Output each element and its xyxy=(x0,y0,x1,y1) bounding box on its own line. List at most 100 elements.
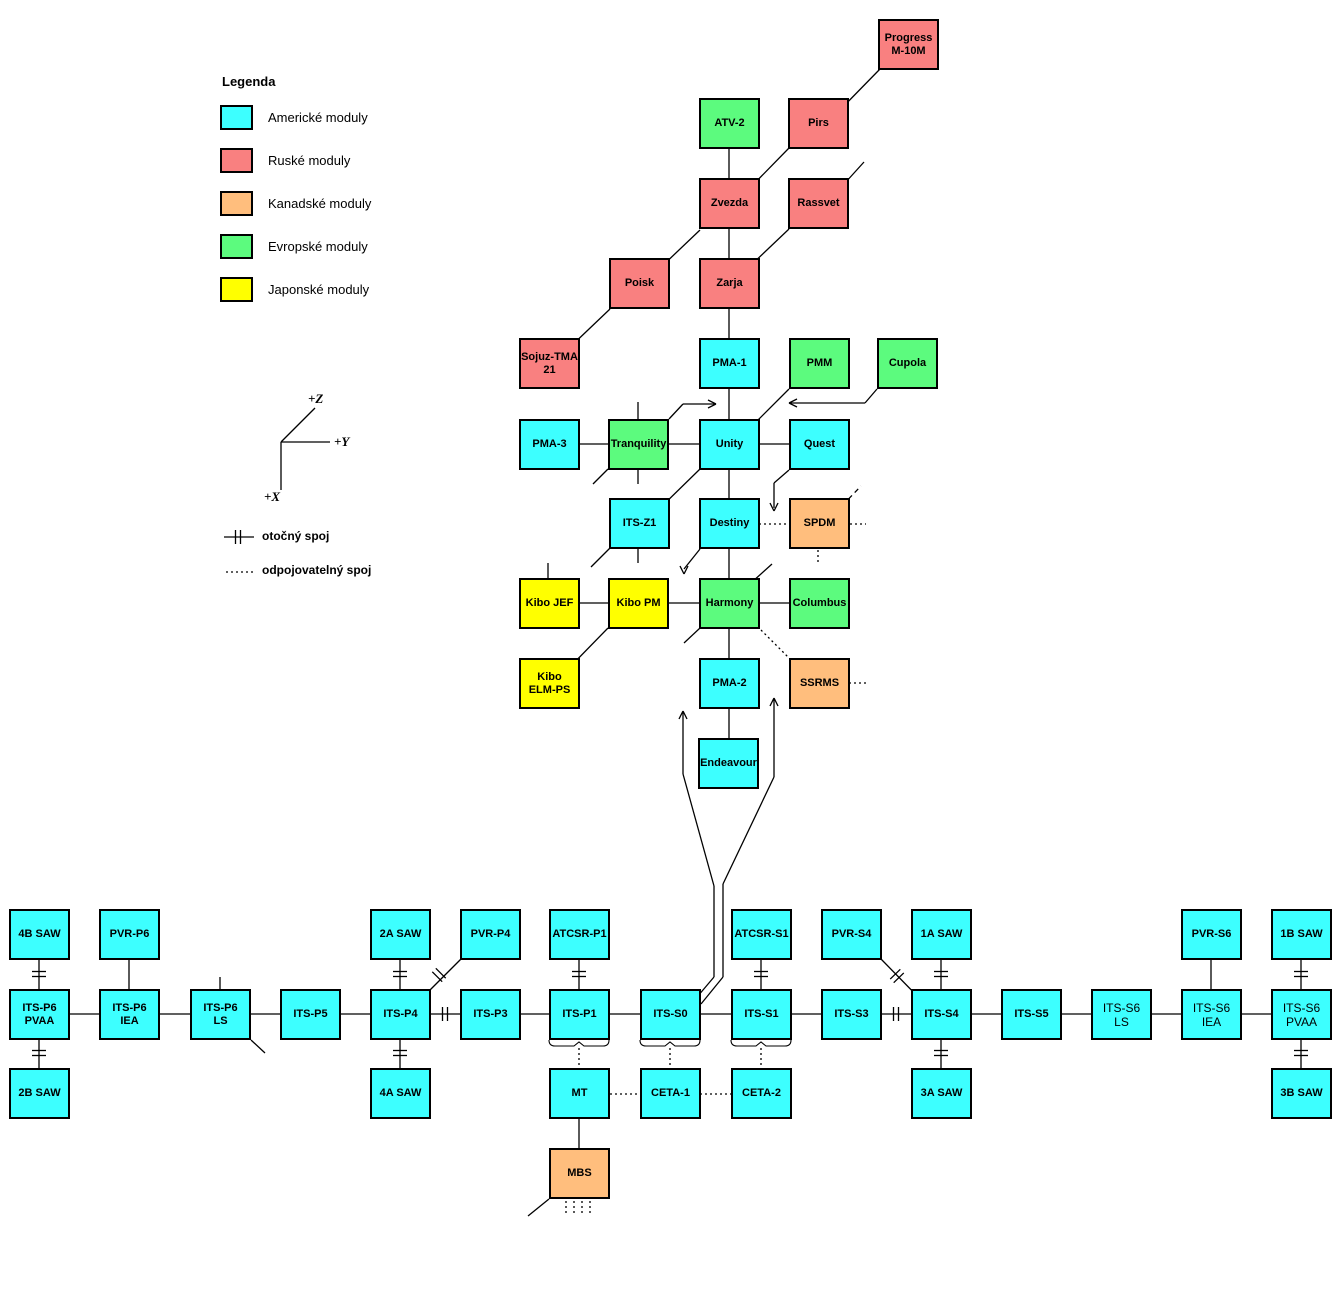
module-label: PMM xyxy=(806,357,833,369)
module-label: M-10M xyxy=(891,44,926,57)
module-label: Kibo xyxy=(537,670,562,683)
module-3a-saw: 3A SAW xyxy=(911,1068,972,1119)
module-label: IEA xyxy=(120,1014,139,1027)
module-label: 1B SAW xyxy=(1280,928,1323,940)
module-its-p5: ITS-P5 xyxy=(280,989,341,1040)
module-atcsr-p1: ATCSR-P1 xyxy=(549,909,610,960)
module-label: LS xyxy=(1114,1014,1129,1029)
module-label: ITS-P3 xyxy=(473,1008,508,1020)
module-label: PVAA xyxy=(24,1014,55,1027)
module-label: PVR-S4 xyxy=(831,928,872,940)
module-label: Endeavour xyxy=(700,757,757,769)
module-mt: MT xyxy=(549,1068,610,1119)
module-label: Zvezda xyxy=(710,197,749,209)
module-tranquility: Tranquility xyxy=(608,419,669,470)
module-rassvet: Rassvet xyxy=(788,178,849,229)
module-label: ELM-PS xyxy=(528,683,571,696)
module-pma-1: PMA-1 xyxy=(699,338,760,389)
module-label: CETA-2 xyxy=(742,1087,781,1099)
module-4b-saw: 4B SAW xyxy=(9,909,70,960)
module-label: ITS-P6 xyxy=(112,1001,147,1014)
module-4a-saw: 4A SAW xyxy=(370,1068,431,1119)
module-unity: Unity xyxy=(699,419,760,470)
module-label: 4A SAW xyxy=(379,1087,422,1099)
module-label: Progress xyxy=(884,31,933,44)
module-mbs: MBS xyxy=(549,1148,610,1199)
module-label: ITS-P4 xyxy=(383,1008,418,1020)
module-label: ITS-Z1 xyxy=(622,517,657,529)
module-its-s3: ITS-S3 xyxy=(821,989,882,1040)
module-label: LS xyxy=(213,1014,228,1027)
module-label: Zarja xyxy=(716,277,743,289)
legend-label-european: Evropské moduly xyxy=(268,239,368,254)
module-its-s0: ITS-S0 xyxy=(640,989,701,1040)
module-label: ITS-S3 xyxy=(834,1008,869,1020)
legend-swatch-japanese xyxy=(220,277,253,302)
module-pma-3: PMA-3 xyxy=(519,419,580,470)
module-label: Sojuz-TMA xyxy=(521,350,578,363)
module-its-z1: ITS-Z1 xyxy=(609,498,670,549)
module-label: Kibo JEF xyxy=(525,597,574,609)
module-endeavour: Endeavour xyxy=(698,738,759,789)
module-label: Harmony xyxy=(705,597,754,609)
module-zvezda: Zvezda xyxy=(699,178,760,229)
module-label: ITS-S1 xyxy=(744,1008,779,1020)
module-label: Rassvet xyxy=(797,197,840,209)
module-1b-saw: 1B SAW xyxy=(1271,909,1332,960)
module-label: ITS-S6 xyxy=(1102,1000,1141,1015)
module-its-s5: ITS-S5 xyxy=(1001,989,1062,1040)
module-label: Kibo PM xyxy=(616,597,661,609)
module-label: Destiny xyxy=(709,517,750,529)
module-kibo-pm: Kibo PM xyxy=(608,578,669,629)
module-label: Tranquility xyxy=(610,438,667,450)
module-spdm: SPDM xyxy=(789,498,850,549)
module-zarja: Zarja xyxy=(699,258,760,309)
module-label: ATCSR-S1 xyxy=(734,928,789,940)
module-pvr-s4: PVR-S4 xyxy=(821,909,882,960)
module-label: 21 xyxy=(543,363,556,376)
module-label: 4B SAW xyxy=(18,928,61,940)
axis-label-y: +Y xyxy=(334,434,350,449)
module-pirs: Pirs xyxy=(788,98,849,149)
legend-swatch-american xyxy=(220,105,253,130)
module-atcsr-s1: ATCSR-S1 xyxy=(731,909,792,960)
module-label: PVAA xyxy=(1285,1014,1318,1029)
module-label: ITS-P6 xyxy=(22,1001,57,1014)
module-label: 2A SAW xyxy=(379,928,422,940)
module-label: ITS-P5 xyxy=(293,1008,328,1020)
module-label: ITS-P6 xyxy=(203,1001,238,1014)
module-pvr-p6: PVR-P6 xyxy=(99,909,160,960)
module-label: ATV-2 xyxy=(714,117,745,129)
module-harmony: Harmony xyxy=(699,578,760,629)
module-label: Poisk xyxy=(624,277,655,289)
module-label: ATCSR-P1 xyxy=(552,928,607,940)
module-columbus: Columbus xyxy=(789,578,850,629)
module-its-p3: ITS-P3 xyxy=(460,989,521,1040)
module-label: SPDM xyxy=(803,517,836,529)
module-1a-saw: 1A SAW xyxy=(911,909,972,960)
module-label: PMA-1 xyxy=(712,357,747,369)
module-label: PVR-P4 xyxy=(470,928,511,940)
module-pmm: PMM xyxy=(789,338,850,389)
module-label: PVR-P6 xyxy=(109,928,150,940)
module-label: SSRMS xyxy=(799,677,840,689)
axis-label-x: +X xyxy=(264,489,281,504)
module-label: PMA-3 xyxy=(532,438,567,450)
module-label: ITS-S5 xyxy=(1014,1008,1049,1020)
module-label: 3B SAW xyxy=(1280,1087,1323,1099)
module-label: Quest xyxy=(803,438,836,450)
module-label: PVR-S6 xyxy=(1191,928,1232,940)
legend-label-russian: Ruské moduly xyxy=(268,153,351,168)
module-label: CETA-1 xyxy=(651,1087,690,1099)
module-kibo-jef: Kibo JEF xyxy=(519,578,580,629)
legend-label-canadian: Kanadské moduly xyxy=(268,196,372,211)
legend-rotary-joint-label: otočný spoj xyxy=(262,529,330,543)
